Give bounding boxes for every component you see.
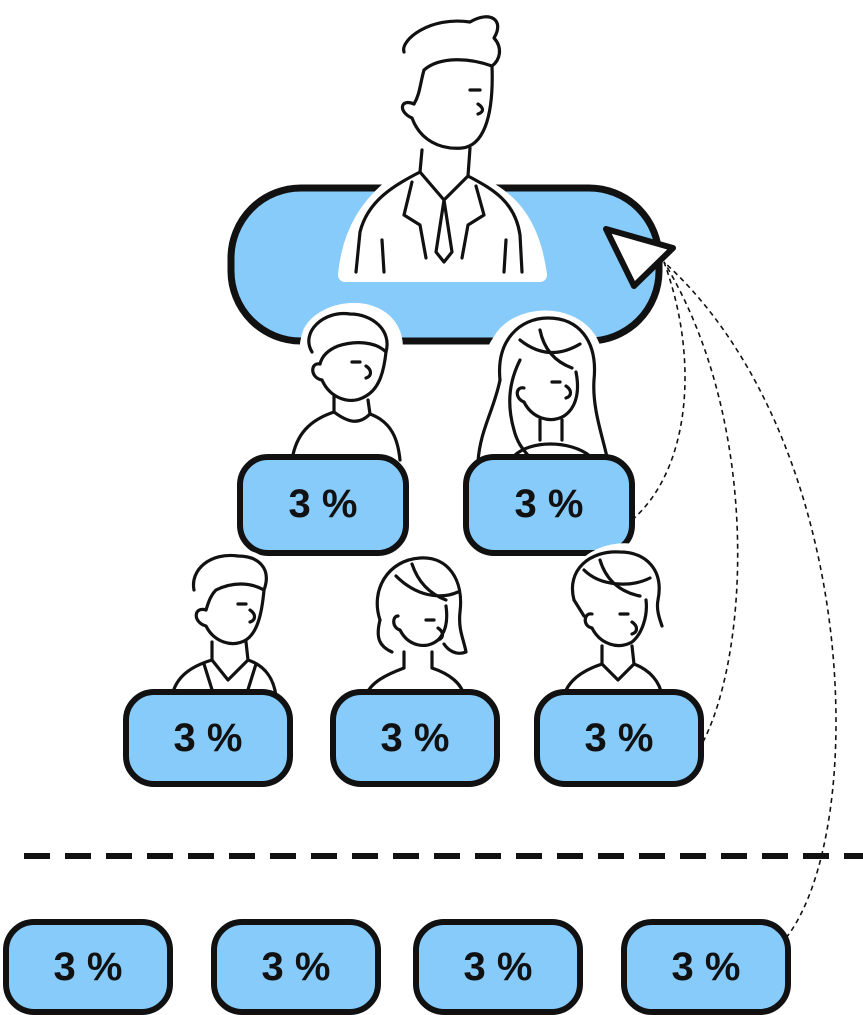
young-man-icon <box>553 543 673 703</box>
level2-badge-middle: 3 % <box>330 689 500 787</box>
level3-badge-4: 3 % <box>621 919 791 1015</box>
woman-long-hair-icon <box>461 310 619 477</box>
man-jacket-icon <box>161 548 285 703</box>
level2-badge-left: 3 % <box>123 689 293 787</box>
connector-level2 <box>663 261 739 743</box>
connector-lines <box>631 261 837 939</box>
businessman-icon <box>338 7 547 282</box>
woman-bob-hair-icon <box>355 543 475 703</box>
level3-badge-1: 3 % <box>3 919 173 1015</box>
play-arrow-icon <box>603 226 676 289</box>
connector-level1 <box>631 261 686 521</box>
level3-badge-1-label: 3 % <box>54 945 123 989</box>
level3-badge-3: 3 % <box>413 919 583 1015</box>
level1-badge-left: 3 % <box>237 454 409 556</box>
level2-badge-middle-label: 3 % <box>381 716 450 760</box>
level1-badge-right: 3 % <box>463 454 635 556</box>
connector-level3 <box>663 261 837 939</box>
level3-badge-3-label: 3 % <box>464 945 533 989</box>
level3-badge-4-label: 3 % <box>672 945 741 989</box>
level3-badge-2: 3 % <box>211 919 381 1015</box>
man-sweater-icon <box>281 302 411 467</box>
level1-badge-right-label: 3 % <box>515 482 584 526</box>
level3-badge-2-label: 3 % <box>262 945 331 989</box>
level2-badge-right-label: 3 % <box>585 716 654 760</box>
level2-badge-right: 3 % <box>534 689 704 787</box>
level1-badge-left-label: 3 % <box>289 482 358 526</box>
level2-badge-left-label: 3 % <box>174 716 243 760</box>
